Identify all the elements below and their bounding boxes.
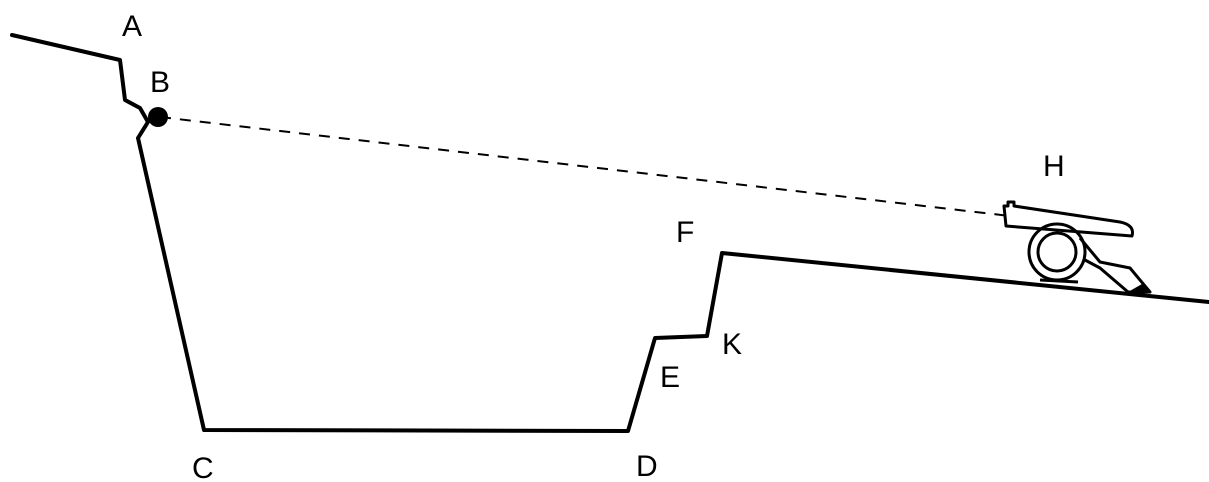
label-k: K: [722, 328, 742, 361]
cannon-trail-foot: [1128, 284, 1150, 292]
label-a: A: [122, 10, 142, 43]
label-e: E: [660, 361, 680, 394]
label-c: C: [192, 452, 214, 482]
cannon-wheel-base: [1039, 278, 1079, 284]
label-h: H: [1043, 150, 1065, 183]
cannon-wheel-inner: [1036, 231, 1078, 273]
label-b: B: [150, 66, 170, 99]
cannon-barrel: [1002, 200, 1134, 238]
cannon-icon: [1002, 200, 1152, 294]
line-of-sight: [159, 116, 1011, 217]
left-wall-profile: [10, 33, 1209, 433]
cannon-carriage: [1078, 237, 1152, 294]
point-marker: [148, 107, 168, 127]
label-d: D: [636, 450, 658, 482]
label-f: F: [676, 216, 694, 249]
